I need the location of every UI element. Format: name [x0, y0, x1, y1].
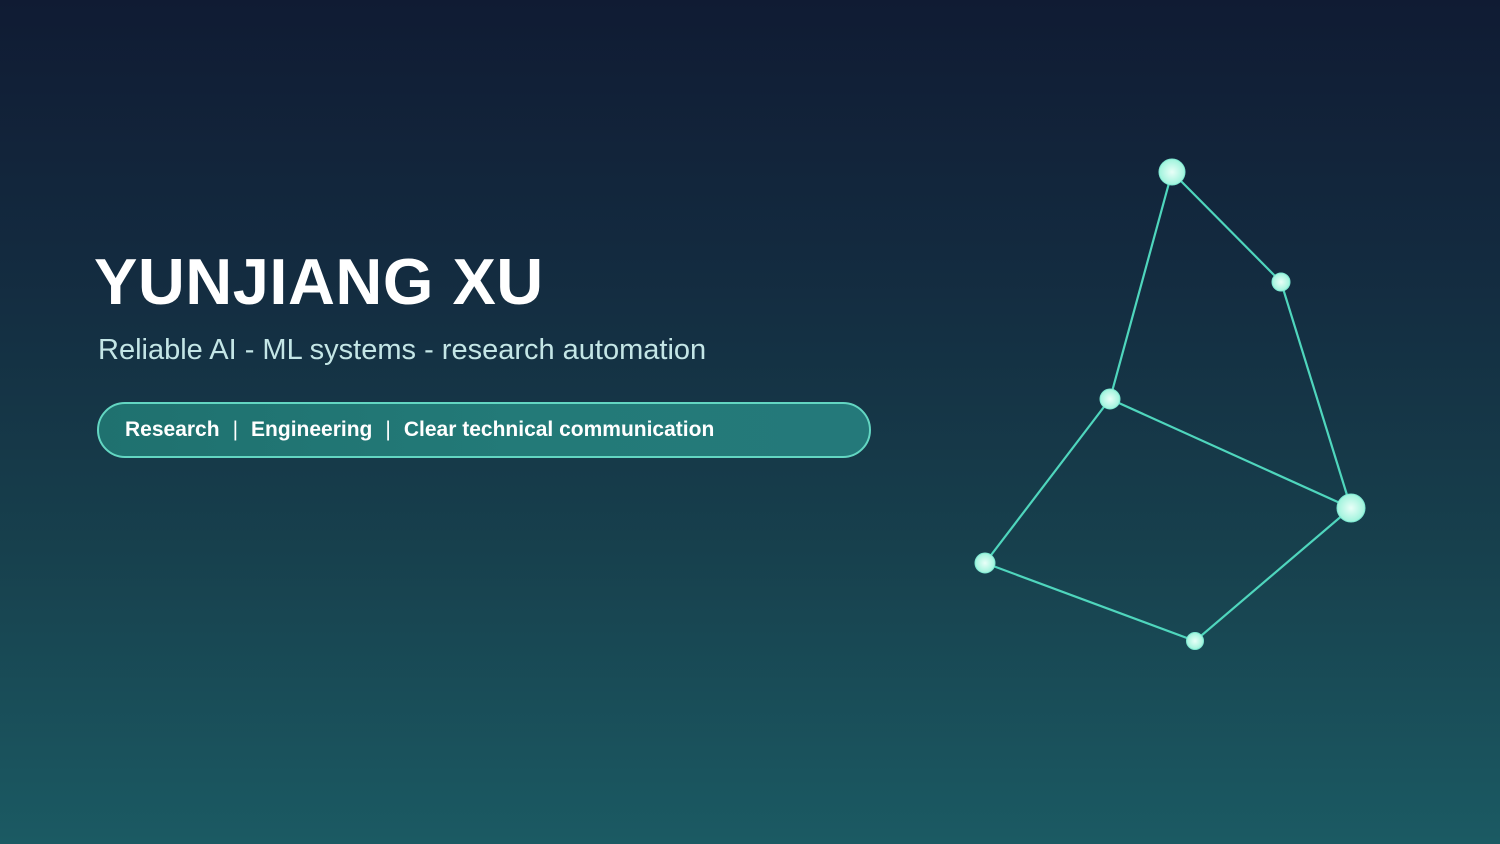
- focus-item-engineering: Engineering: [251, 418, 373, 441]
- focus-areas-pill: Research | Engineering | Clear technical…: [97, 402, 871, 458]
- graph-edges: [984, 171, 1353, 643]
- graph-node: [974, 552, 996, 574]
- graph-edge: [1108, 171, 1174, 400]
- focus-item-communication: Clear technical communication: [403, 418, 715, 441]
- graph-nodes: [974, 158, 1366, 650]
- graph-edge: [984, 398, 1111, 564]
- graph-node: [1271, 272, 1291, 292]
- graph-edge: [1109, 397, 1352, 510]
- graph-node: [1186, 632, 1204, 650]
- pill-separator: |: [385, 418, 391, 441]
- focus-item-research: Research: [125, 418, 220, 441]
- graph-edge: [1279, 281, 1353, 509]
- graph-edge: [984, 561, 1196, 643]
- pill-separator: |: [232, 418, 239, 441]
- page-title: YUNJIANG XU: [94, 245, 544, 318]
- graph-node: [1336, 493, 1366, 523]
- graph-edge: [1171, 171, 1282, 283]
- tagline: Reliable AI - ML systems - research auto…: [98, 334, 707, 366]
- graph-node: [1099, 388, 1121, 410]
- graph-edge: [1194, 507, 1352, 642]
- graph-node: [1158, 158, 1186, 186]
